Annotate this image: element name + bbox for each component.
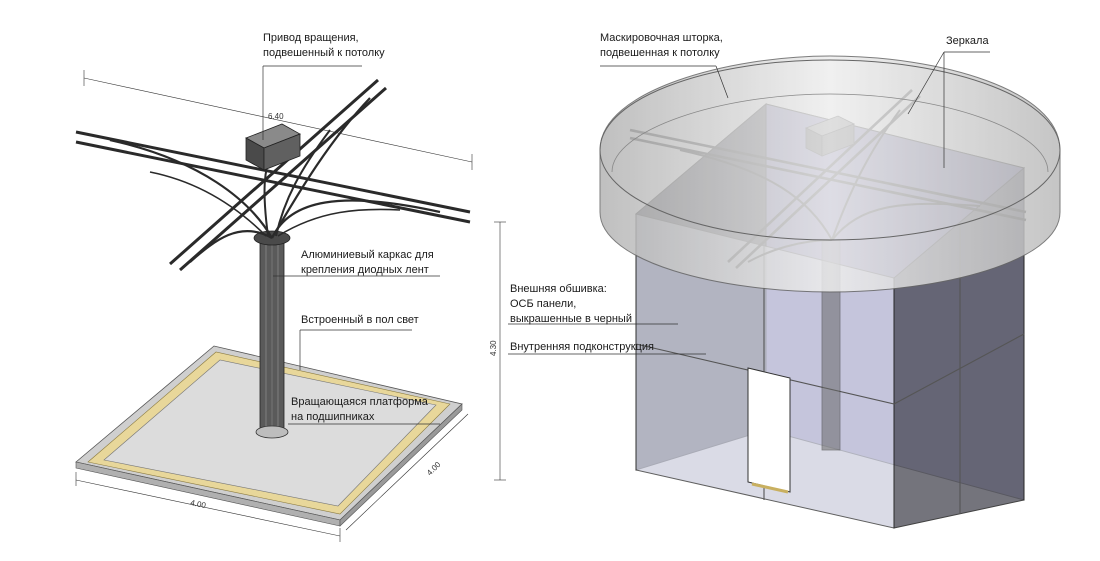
label-rotating-platform: Вращающаяся платформа на подшипниках bbox=[291, 395, 428, 425]
label-rotation-drive-line2: подвешенный к потолку bbox=[263, 47, 385, 59]
dimension-lines-left bbox=[75, 70, 506, 542]
dim-depth: 4.00 bbox=[425, 460, 443, 478]
dim-height: 4.30 bbox=[489, 340, 498, 356]
rotation-drive-box bbox=[245, 123, 301, 171]
dim-top-span: 6.40 bbox=[268, 112, 284, 121]
label-rotating-platform-line1: Вращающаяся платформа bbox=[291, 396, 428, 408]
right-assembly bbox=[508, 51, 1061, 529]
label-rotating-platform-line2: на подшипниках bbox=[291, 411, 375, 423]
label-inner-substructure: Внутренняя подконструкция bbox=[510, 340, 654, 355]
masking-curtain bbox=[599, 55, 1061, 293]
label-aluminium-frame: Алюминиевый каркас для крепления диодных… bbox=[301, 248, 434, 278]
label-rotation-drive: Привод вращения, подвешенный к потолку bbox=[263, 31, 385, 61]
label-inner-substructure-line1: Внутренняя подконструкция bbox=[510, 341, 654, 353]
aluminium-frame bbox=[75, 78, 471, 272]
entrance-door bbox=[747, 367, 791, 494]
label-masking-curtain-line1: Маскировочная шторка, bbox=[600, 32, 723, 44]
label-mirrors-line1: Зеркала bbox=[946, 35, 989, 47]
leaders-left bbox=[262, 65, 440, 425]
label-outer-cladding-line1: Внешняя обшивка: bbox=[510, 283, 607, 295]
label-rotation-drive-line1: Привод вращения, bbox=[263, 32, 359, 44]
label-masking-curtain-line2: подвешенная к потолку bbox=[600, 47, 720, 59]
label-aluminium-frame-line2: крепления диодных лент bbox=[301, 264, 429, 276]
label-floor-light: Встроенный в пол свет bbox=[301, 313, 419, 328]
leaders-right bbox=[508, 51, 990, 355]
label-mirrors: Зеркала bbox=[946, 34, 989, 49]
left-assembly: 6.40 4.30 4.00 4.00 bbox=[75, 65, 506, 542]
label-outer-cladding-line3: выкрашенные в черный bbox=[510, 313, 632, 325]
label-masking-curtain: Маскировочная шторка, подвешенная к пото… bbox=[600, 31, 723, 61]
label-aluminium-frame-line1: Алюминиевый каркас для bbox=[301, 249, 434, 261]
label-outer-cladding: Внешняя обшивка: ОСБ панели, выкрашенные… bbox=[510, 282, 632, 327]
label-floor-light-line1: Встроенный в пол свет bbox=[301, 314, 419, 326]
central-column bbox=[253, 230, 291, 439]
dim-width: 4.00 bbox=[190, 498, 208, 510]
label-outer-cladding-line2: ОСБ панели, bbox=[510, 298, 577, 310]
